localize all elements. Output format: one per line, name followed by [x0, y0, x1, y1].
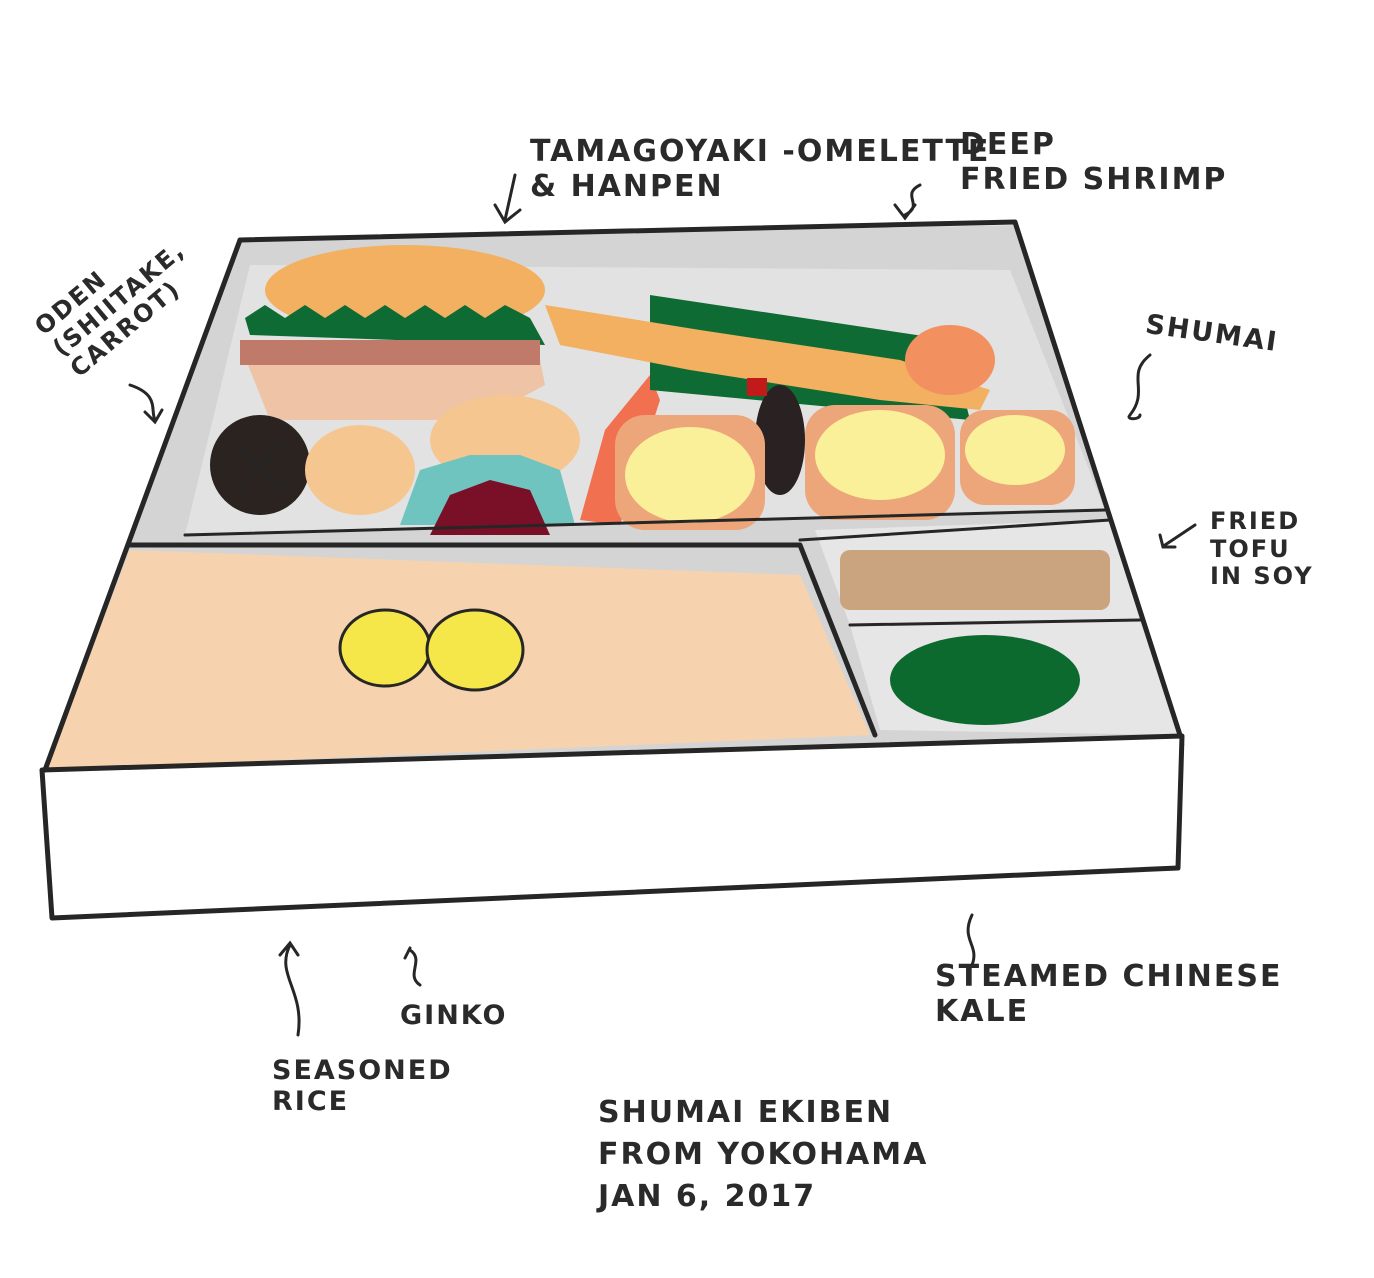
arrow-oden [128, 383, 164, 425]
caption: SHUMAI EKIBEN FROM YOKOHAMA JAN 6, 2017 [598, 1095, 929, 1214]
label-deep-fried-shrimp: DEEP FRIED SHRIMP [960, 127, 1228, 197]
label-arrows [128, 173, 1197, 1037]
label-steamed-kale: STEAMED CHINESE KALE [935, 959, 1283, 1029]
arrow-tamagoyaki [493, 173, 522, 225]
box-outline [39, 219, 1185, 921]
fried-tofu [840, 550, 1110, 610]
ginkgo-nut-1 [338, 608, 432, 688]
ginkgo-nut-2 [425, 608, 525, 692]
arrow-rice [278, 940, 301, 1037]
hanpen-top [240, 340, 540, 365]
soy-bottle-cap [747, 378, 767, 396]
shiitake [210, 415, 310, 515]
label-seasoned-rice: SEASONED RICE [272, 1055, 453, 1118]
leaf-divider [245, 305, 545, 345]
label-fried-tofu: FRIED TOFU IN SOY [1210, 507, 1314, 591]
arrow-ginkgo [403, 946, 422, 987]
red-beans [430, 480, 550, 535]
arrow-kale [966, 913, 976, 967]
chinese-kale [890, 635, 1080, 725]
oden-daikon [305, 425, 415, 515]
fried-shrimp [545, 305, 990, 410]
arrow-shumai [1127, 353, 1152, 421]
box-front-panel [42, 736, 1182, 918]
shumai-3-filling [965, 415, 1065, 485]
shumai-group [615, 405, 1075, 530]
label-tamagoyaki: TAMAGOYAKI -OMELETTE & HANPEN [530, 134, 991, 204]
arrow-tofu [1158, 523, 1197, 549]
shumai-1-filling [625, 427, 755, 523]
label-ginkgo: GINKO [400, 1000, 508, 1031]
shiitake-cross [233, 438, 287, 494]
soy-bottle [755, 385, 805, 495]
shumai-2-filling [815, 410, 945, 500]
arrow-shrimp [893, 183, 922, 221]
shrimp-tail [905, 325, 995, 395]
